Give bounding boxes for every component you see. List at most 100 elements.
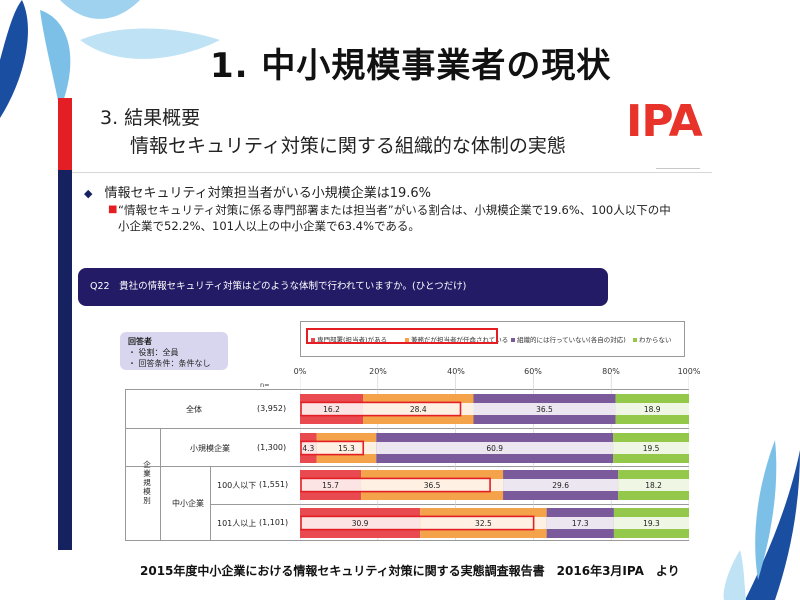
slide-title: 1. 中小規模事業者の現状 [210, 46, 612, 86]
table-rule [210, 504, 689, 505]
subtitle-line-1: 3. 結果概要 [100, 107, 201, 129]
decorative-leaves-top-left [0, 0, 220, 118]
row-n: (1,551) [259, 480, 289, 489]
data-label: 32.5 [475, 519, 492, 528]
legend-swatch [405, 338, 409, 342]
bar-gloss [300, 403, 364, 415]
data-label: 15.3 [338, 444, 355, 453]
bullet-icon: ◆ [84, 187, 93, 200]
respondent-title: 回答者 [128, 337, 152, 346]
data-label: 17.3 [572, 519, 589, 528]
subgroup-label: 中小企業 [172, 499, 204, 508]
bar-gloss [376, 442, 614, 454]
bar-gloss [503, 479, 619, 491]
n-label: n= [260, 381, 270, 389]
table-rule [125, 466, 689, 467]
row-label: 100人以下 [217, 481, 257, 490]
table-rule [125, 428, 689, 429]
data-label: 19.5 [643, 444, 660, 453]
bar-gloss [546, 517, 614, 529]
bar-gloss [316, 442, 377, 454]
data-label: 18.9 [644, 405, 661, 414]
respondent-box: 回答者 ・ 役割：全員 ・ 回答条件：条件なし [120, 332, 228, 370]
legend-label: 組織的には行っていない(各自の対応) [517, 336, 626, 344]
highlight-box [300, 401, 462, 417]
bar-gloss [300, 442, 317, 454]
legend-swatch [633, 338, 637, 342]
x-tick-label: 100% [677, 367, 701, 376]
bar-gloss [615, 403, 689, 415]
light-blue-leaf [60, 0, 140, 19]
highlight-box [300, 440, 365, 456]
row-label: 小規模企業 [190, 444, 230, 453]
ipa-logo: IPA [626, 96, 703, 147]
table-vline [160, 428, 161, 540]
data-label: 16.2 [323, 405, 340, 414]
bar-gloss [613, 517, 689, 529]
question-banner: Q22 貴社の情報セキュリティ対策はどのような体制で行われていますか。(ひとつだ… [78, 268, 608, 306]
bar-gloss [618, 479, 689, 491]
x-tick-label: 40% [447, 367, 465, 376]
legend-swatch [311, 338, 315, 342]
data-label: 60.9 [486, 444, 503, 453]
legend-label: 兼務だが担当者が任命されている [411, 336, 509, 344]
bar-gloss [613, 442, 689, 454]
legend-highlight-box [306, 328, 498, 344]
bullet-icon: ■ [108, 204, 118, 215]
row-label: 全体 [186, 405, 202, 414]
row-label: 101人以上 [217, 519, 257, 528]
legend-swatch [511, 338, 515, 342]
light-blue-leaf [80, 28, 220, 59]
accent-bar [58, 98, 72, 550]
bullet-sub-text: “情報セキュリティ対策に係る専門部署または担当者”がいる割合は、小規模企業で19… [118, 203, 671, 233]
row-n: (1,300) [257, 443, 287, 452]
divider [72, 172, 712, 173]
respondent-line: ・ 役割：全員 [128, 348, 179, 357]
bar-gloss [300, 479, 362, 491]
bar-gloss [420, 517, 547, 529]
bullet-main: ◆ 情報セキュリティ対策担当者がいる小規模企業は19.6% [84, 182, 431, 201]
table-rule [125, 389, 689, 390]
x-tick-label: 20% [369, 367, 387, 376]
decorative-leaves-bottom-right [723, 440, 800, 600]
table-rule [125, 540, 689, 541]
bullet-main-text: 情報セキュリティ対策担当者がいる小規模企業は19.6% [104, 186, 431, 201]
respondent-line: ・ 回答条件：条件なし [128, 359, 211, 368]
data-label: 15.7 [322, 481, 339, 490]
bar-gloss [473, 403, 616, 415]
blue-leaf [0, 0, 28, 118]
bullet-sub: ■“情報セキュリティ対策に係る専門部署または担当者”がいる割合は、小規模企業で1… [108, 202, 678, 234]
subtitle-line-2: 情報セキュリティ対策に関する組織的な体制の実態 [130, 135, 566, 157]
data-label: 4.3 [302, 444, 314, 453]
row-n: (3,952) [257, 404, 287, 413]
data-label: 29.6 [552, 481, 569, 490]
table-vline [210, 466, 211, 540]
blue-leaf [745, 450, 800, 600]
accent-bar-red [58, 98, 72, 170]
group-label: 企業規模別 [143, 460, 151, 505]
legend-item: わからない [633, 334, 672, 344]
row-n: (1,101) [259, 518, 289, 527]
bar-gloss [361, 479, 504, 491]
data-label: 28.4 [410, 405, 427, 414]
legend-item: 組織的には行っていない(各自の対応) [511, 334, 626, 344]
data-label: 30.9 [352, 519, 369, 528]
chart-legend: 専門部署(担当者)がある 兼務だが担当者が任命されている 組織的には行っていない… [300, 321, 685, 357]
x-tick-label: 0% [293, 367, 307, 376]
citation: 2015年度中小企業における情報セキュリティ対策に関する実態調査報告書 2016… [140, 564, 680, 578]
section-subtitle: 3. 結果概要 情報セキュリティ対策に関する組織的な体制の実態 [100, 104, 566, 160]
legend-item: 専門部署(担当者)がある [311, 334, 387, 344]
legend-label: 専門部署(担当者)がある [317, 336, 388, 344]
light-blue-leaf [40, 10, 71, 110]
data-label: 18.2 [645, 481, 662, 490]
bar-gloss [300, 517, 421, 529]
x-tick-label: 80% [602, 367, 620, 376]
data-label: 19.3 [643, 519, 660, 528]
data-label: 36.5 [536, 405, 553, 414]
light-blue-leaf [723, 550, 746, 600]
legend-item: 兼務だが担当者が任命されている [405, 334, 508, 344]
x-tick-label: 60% [524, 367, 542, 376]
highlight-box [300, 515, 535, 531]
light-blue-leaf [755, 440, 777, 580]
